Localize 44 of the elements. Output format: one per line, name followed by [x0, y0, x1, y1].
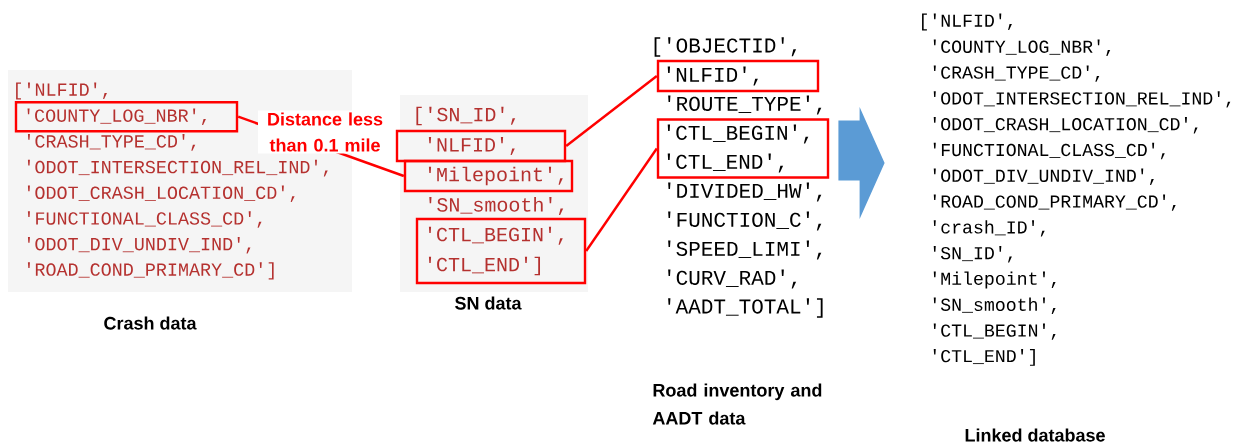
- code-line: 'DIVIDED_HW',: [668, 182, 822, 202]
- code-line: 'crash_ID',: [933, 220, 1045, 237]
- code-line: 'SN_smooth',: [429, 197, 564, 215]
- panel-caption: Crash data: [104, 316, 197, 330]
- code-line: 'SPEED_LIMI',: [668, 240, 822, 260]
- highlight-box: 'NLFID',: [656, 59, 820, 93]
- edge-label: Distance less than 0.1 mile: [258, 110, 392, 154]
- panel-caption: SN data: [455, 296, 522, 310]
- connector-line: [565, 75, 658, 147]
- code-line: 'FUNCTIONAL_CLASS_CD',: [27, 211, 262, 228]
- code-line: 'CTL_BEGIN',: [933, 323, 1056, 340]
- code-line: 'SN_ID',: [933, 246, 1012, 263]
- code-line: 'ODOT_DIV_UNDIV_IND',: [933, 168, 1154, 185]
- code-line: ['NLFID',: [922, 13, 1012, 31]
- code-line: 'COUNTY_LOG_NBR',: [933, 39, 1111, 56]
- highlight-box: 'Milepoint',: [403, 159, 574, 193]
- code-line: 'CRASH_TYPE_CD',: [27, 134, 196, 151]
- code-line: 'ROUTE_TYPE',: [668, 95, 822, 115]
- code-line: 'ODOT_INTERSECTION_REL_IND',: [933, 91, 1231, 108]
- code-line: 'FUNCTIONAL_CLASS_CD',: [933, 142, 1165, 160]
- code-line: 'SN_smooth',: [933, 297, 1056, 314]
- code-line: 'AADT_TOTAL']: [668, 298, 823, 318]
- code-line: 'ODOT_DIV_UNDIV_IND',: [27, 236, 251, 254]
- highlight-box: 'NLFID',: [395, 129, 567, 163]
- code-line: 'ROAD_COND_PRIMARY_CD']: [27, 262, 274, 280]
- code-line: 'Milepoint',: [933, 271, 1056, 289]
- highlight-box: 'COUNTY_LOG_NBR',: [14, 101, 239, 133]
- code-line: 'CTL_END']: [933, 348, 1035, 366]
- code-line: 'ROAD_COND_PRIMARY_CD',: [933, 194, 1176, 211]
- highlight-box: 'CTL_BEGIN', 'CTL_END']: [415, 217, 587, 285]
- code-line: 'ODOT_INTERSECTION_REL_IND',: [27, 159, 328, 177]
- block-arrow: [838, 107, 885, 219]
- code-line: 'ODOT_CRASH_LOCATION_CD',: [27, 185, 295, 203]
- code-line: ['NLFID',: [16, 82, 107, 100]
- connector-line: [585, 147, 658, 252]
- panel-caption: Road inventory and AADT data: [652, 383, 822, 425]
- code-line: 'CURV_RAD',: [668, 269, 797, 289]
- panel-caption: Linked database: [965, 428, 1105, 442]
- code-line: 'ODOT_CRASH_LOCATION_CD',: [933, 117, 1198, 134]
- code-line: 'FUNCTION_C',: [668, 211, 822, 231]
- code-line: 'CRASH_TYPE_CD',: [933, 65, 1100, 82]
- highlight-box: 'CTL_BEGIN', 'CTL_END',: [656, 118, 830, 179]
- code-line: ['OBJECTID',: [654, 37, 797, 57]
- code-line: ['SN_ID',: [416, 106, 516, 126]
